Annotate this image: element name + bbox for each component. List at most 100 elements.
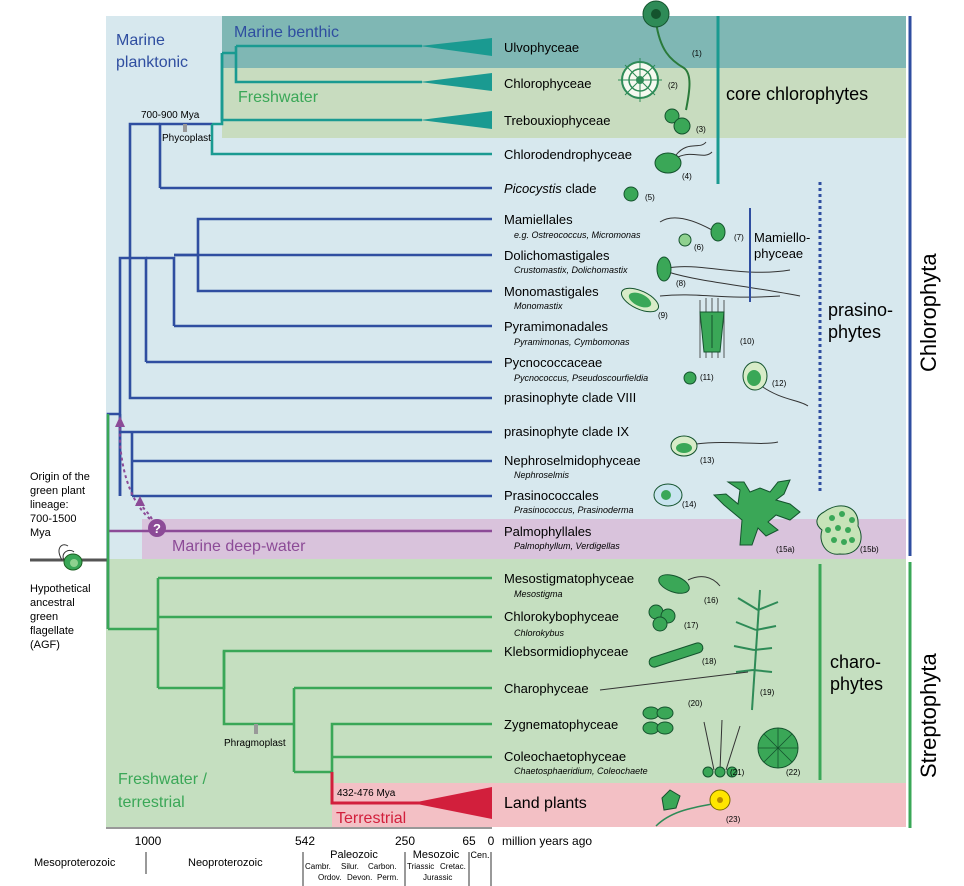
- question-mark-badge: [148, 519, 166, 537]
- agf-line-5: (AGF): [30, 639, 60, 651]
- sub-mamiellales: e.g. Ostreococcus, Micromonas: [514, 230, 641, 240]
- acetabularia-icon: [642, 0, 691, 111]
- taxon-picocystis: Picocystis clade: [504, 181, 597, 196]
- habitat-freshwater: Freshwater: [238, 89, 319, 106]
- ref-7: (7): [734, 233, 744, 242]
- era-paleozoic: Paleozoic: [330, 849, 378, 861]
- organism-illustrations: [599, 0, 862, 827]
- ref-21: (21): [730, 768, 745, 777]
- pseudoscourfieldia-icon: [742, 361, 809, 407]
- group-chlorophyta: Chlorophyta: [916, 253, 941, 372]
- period-silurian: Silur.: [341, 862, 359, 871]
- habitat-terrestrial: Terrestrial: [336, 810, 406, 827]
- prasinococcus-icon: [653, 483, 683, 507]
- habitat-marine-deep-water: Marine deep-water: [172, 538, 306, 555]
- sub-coleochaetophyceae: Chaetosphaeridium, Coleochaete: [514, 766, 648, 776]
- klebsormidium-icon: [648, 642, 704, 668]
- taxon-mamiellales: Mamiellales: [504, 212, 573, 227]
- era-cenozoic: Cen.: [470, 850, 489, 860]
- dotted-arrow-1: [118, 421, 151, 520]
- branch-core-node: [158, 122, 212, 188]
- habitat-freshwater-terrestrial-2: terrestrial: [118, 794, 185, 811]
- agf-line-3: green: [30, 611, 58, 623]
- ref-22: (22): [786, 768, 801, 777]
- taxon-sub-labels: e.g. Ostreococcus, Micromonas Crustomast…: [514, 230, 648, 776]
- core-chlorophyte-branches: [210, 44, 492, 156]
- phycoplast-label: Phycoplast: [162, 133, 211, 144]
- taxon-chlorophyceae: Chlorophyceae: [504, 76, 591, 91]
- chaetosphaeridium-icon: [702, 719, 741, 778]
- ref-3: (3): [696, 125, 706, 134]
- branch-charophyceae-node: [292, 686, 492, 772]
- tick-1000: 1000: [135, 834, 162, 848]
- pycnococcus-icon: [683, 371, 697, 385]
- branch-phragmo-node: [222, 651, 294, 726]
- charophyceae-pointer: [599, 671, 749, 691]
- group-core-chlorophytes: core chlorophytes: [726, 84, 868, 104]
- branch-core-stem-teal: [210, 124, 492, 156]
- sub-prasinococcales: Prasinococcus, Prasinoderma: [514, 505, 634, 515]
- streptophyta-branches: [108, 576, 492, 774]
- period-permian: Perm.: [377, 873, 398, 882]
- dotted-arrow-2-head: [135, 496, 145, 506]
- taxon-picocystis-rest: clade: [562, 181, 597, 196]
- group-charophytes-1: charo-: [830, 652, 881, 672]
- period-cambrian: Cambr.: [305, 862, 331, 871]
- taxon-dolichomastigales: Dolichomastigales: [504, 248, 610, 263]
- land-plants-triangle: [412, 787, 492, 819]
- palmophyllum-icon: [712, 479, 801, 546]
- taxon-palmophyllales: Palmophyllales: [504, 524, 592, 539]
- period-ordovician: Ordov.: [318, 873, 341, 882]
- sub-pycnococcaceae: Pycnococcus, Pseudoscourfieldia: [514, 373, 648, 383]
- era-mesozoic: Mesozoic: [413, 849, 460, 861]
- ref-19: (19): [760, 688, 775, 697]
- taxon-coleochaetophyceae: Coleochaetophyceae: [504, 749, 626, 764]
- verdigellas-icon: [816, 505, 862, 555]
- phycoplast-marker: [183, 124, 187, 132]
- origin-line-1: Origin of the: [30, 471, 90, 483]
- ref-15a: (15a): [776, 545, 795, 554]
- freshwater-top-panel: [222, 68, 906, 138]
- trebouxiophyceae-triangle: [420, 111, 492, 129]
- phycoplast-age: 700-900 Mya: [141, 110, 200, 121]
- taxon-nephroselmidophyceae: Nephroselmidophyceae: [504, 453, 641, 468]
- organism-numbers: (1) (2) (3) (4) (5) (6) (7) (8) (9) (10)…: [645, 49, 879, 824]
- origin-line-5: Mya: [30, 527, 52, 539]
- tick-542: 542: [295, 834, 315, 848]
- timeline-unit: million years ago: [502, 834, 592, 848]
- branch-land-plants: [330, 772, 420, 805]
- nephroselmis-icon: [670, 435, 779, 457]
- taxon-ulvophyceae: Ulvophyceae: [504, 40, 579, 55]
- tick-0: 0: [488, 834, 495, 848]
- taxon-mesostigmatophyceae: Mesostigmatophyceae: [504, 571, 634, 586]
- habitat-marine-planktonic-1: Marine: [116, 32, 165, 49]
- chlorophyceae-triangle: [420, 73, 492, 91]
- pediastrum-icon: [618, 58, 662, 102]
- taxon-chlorokybophyceae: Chlorokybophyceae: [504, 609, 619, 624]
- taxon-trebouxiophyceae: Trebouxiophyceae: [504, 113, 610, 128]
- agf-cell-illustration: [58, 544, 83, 571]
- taxon-pyramimonadales: Pyramimonadales: [504, 319, 609, 334]
- sub-monomastigales: Monomastix: [514, 301, 563, 311]
- ref-10: (10): [740, 337, 755, 346]
- dotted-arrow-1-head: [115, 416, 125, 427]
- ref-23: (23): [726, 815, 741, 824]
- group-mamiellophyceae-2: phyceae: [754, 246, 803, 261]
- period-jurassic: Jurassic: [423, 873, 452, 882]
- pyramimonas-icon: [699, 298, 725, 358]
- ref-1: (1): [692, 49, 702, 58]
- branch-ulvo-chloro-node: [234, 46, 422, 84]
- sub-palmophyllales: Palmophyllum, Verdigellas: [514, 541, 620, 551]
- timeline-axis: 1000 542 250 65 0 million years ago Meso…: [34, 827, 592, 886]
- origin-line-3: lineage:: [30, 499, 69, 511]
- taxon-klebsormidiophyceae: Klebsormidiophyceae: [504, 644, 628, 659]
- group-prasinophytes-2: phytes: [828, 322, 881, 342]
- taxon-monomastigales: Monomastigales: [504, 284, 599, 299]
- phragmoplast-marker: [254, 724, 258, 734]
- phragmoplast-label: Phragmoplast: [224, 738, 286, 749]
- marine-deep-water-panel: [142, 519, 906, 559]
- taxon-prasinococcales: Prasinococcales: [504, 488, 599, 503]
- coleochaete-icon: [757, 727, 799, 769]
- origin-label: Origin of the green plant lineage: 700-1…: [30, 471, 90, 539]
- habitat-marine-benthic: Marine benthic: [234, 24, 339, 41]
